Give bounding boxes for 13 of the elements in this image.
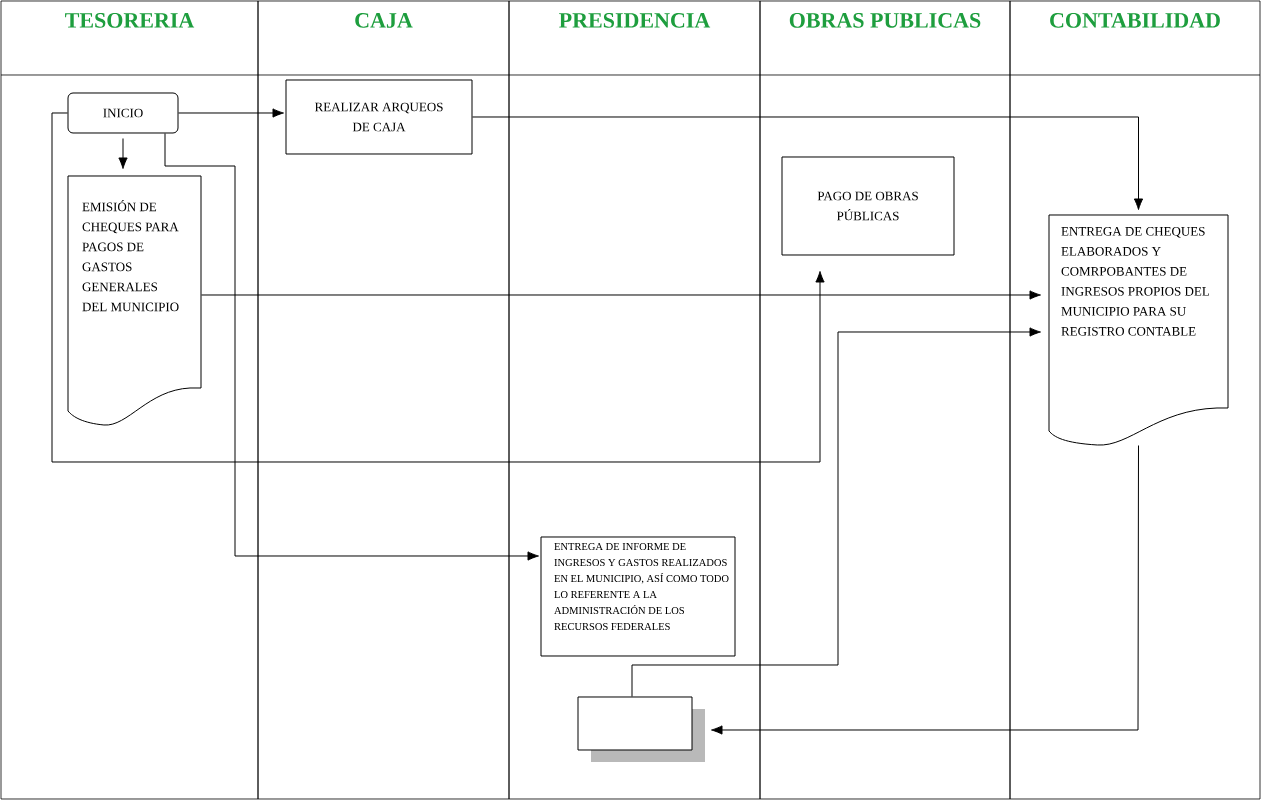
start-terminal: INICIO	[67, 92, 179, 134]
process-box: PAGO DE OBRAS PÚBLICAS	[781, 156, 955, 256]
arrow	[164, 133, 539, 561]
arrow	[631, 327, 1041, 697]
process-box: ENTREGA DE INFORME DE INGRESOS Y GASTOS REALIZADOS EN EL MUNICIPIO, ASÍ COMO TODO LO REFERENTE A LA ADMINISTRACIÓN DE LOS RECURSOS FEDERALES	[540, 536, 736, 657]
arrow	[711, 445, 1139, 735]
arrow	[118, 138, 128, 169]
shadowed-box	[577, 696, 705, 762]
process-box: REALIZAR ARQUEOS DE CAJA	[285, 79, 473, 155]
arrow	[472, 116, 1144, 210]
arrow	[201, 290, 1041, 300]
arrow	[178, 108, 284, 118]
arrow	[51, 112, 825, 463]
